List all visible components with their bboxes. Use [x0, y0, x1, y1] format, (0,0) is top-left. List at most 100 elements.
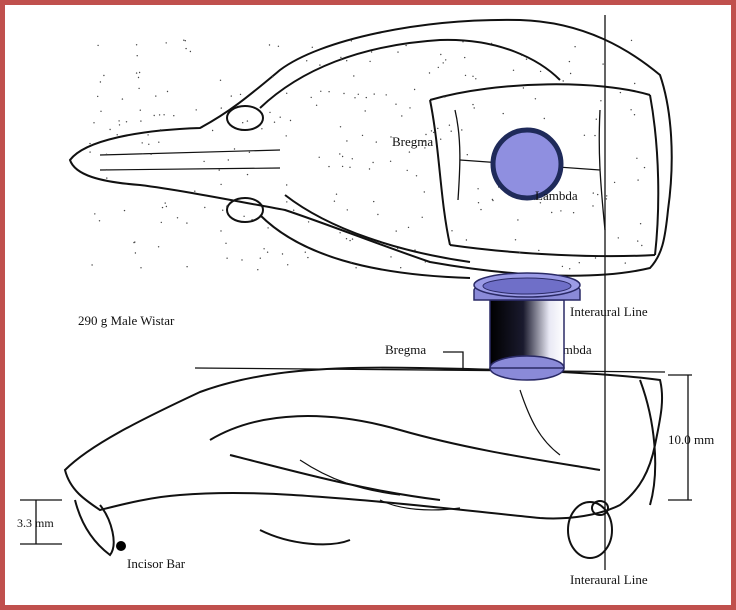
bregma-label-top: Bregma	[392, 134, 433, 149]
stipple-dot	[280, 117, 281, 118]
stipple-dot	[278, 46, 279, 47]
specimen-label: 290 g Male Wistar	[78, 313, 175, 328]
stipple-dot	[286, 184, 287, 185]
stipple-dot	[93, 122, 94, 123]
bregma-label-side: Bregma	[385, 342, 426, 357]
stipple-dot	[173, 115, 174, 116]
stipple-dot	[462, 41, 463, 42]
stipple-dot	[257, 269, 258, 270]
stipple-dot	[282, 253, 283, 254]
stipple-dot	[437, 128, 438, 129]
stipple-dot	[261, 128, 262, 129]
stipple-dot	[166, 42, 167, 43]
stipple-dot	[644, 167, 645, 168]
stipple-dot	[234, 148, 235, 149]
stipple-dot	[162, 207, 163, 208]
stipple-dot	[109, 129, 110, 130]
stipple-dot	[158, 142, 159, 143]
stipple-dot	[186, 222, 187, 223]
stipple-dot	[438, 67, 439, 68]
stipple-dot	[148, 144, 149, 145]
stipple-dot	[226, 206, 227, 207]
implant-cap	[474, 273, 580, 380]
stipple-dot	[274, 122, 275, 123]
stipple-dot	[475, 78, 476, 79]
stipple-dot	[138, 77, 139, 78]
stipple-dot	[376, 141, 377, 142]
stipple-dot	[464, 57, 465, 58]
stipple-dot	[440, 54, 441, 55]
stipple-dot	[307, 257, 308, 258]
stipple-dot	[140, 120, 141, 121]
stipple-dot	[154, 115, 155, 116]
stipple-dot	[618, 237, 619, 238]
stipple-dot	[351, 262, 352, 263]
stipple-dot	[409, 107, 410, 108]
stipple-dot	[320, 91, 321, 92]
stipple-dot	[386, 94, 387, 95]
stipple-dot	[443, 62, 444, 63]
stipple-dot	[397, 51, 398, 52]
stipple-dot	[444, 96, 445, 97]
stipple-dot	[161, 222, 162, 223]
stipple-dot	[425, 261, 426, 262]
stipple-dot	[341, 59, 342, 60]
stipple-dot	[137, 55, 138, 56]
stipple-dot	[535, 98, 536, 99]
incisor-bar-label: Incisor Bar	[127, 556, 186, 571]
stipple-dot	[126, 121, 127, 122]
stipple-dot	[342, 166, 343, 167]
stipple-dot	[119, 124, 120, 125]
stipple-dot	[260, 258, 261, 259]
stipple-dot	[563, 80, 564, 81]
stipple-dot	[637, 179, 638, 180]
stipple-dot	[136, 44, 137, 45]
stipple-dot	[573, 212, 574, 213]
stipple-dot	[220, 230, 221, 231]
stipple-dot	[185, 40, 186, 41]
stipple-dot	[228, 159, 229, 160]
stipple-dot	[247, 120, 248, 121]
stipple-dot	[540, 71, 541, 72]
stipple-dot	[267, 227, 268, 228]
stipple-dot	[136, 72, 137, 73]
stipple-dot	[196, 109, 197, 110]
stipple-dot	[538, 250, 539, 251]
stipple-dot	[372, 162, 373, 163]
stipple-dot	[138, 88, 139, 89]
stipple-dot	[374, 93, 375, 94]
stipple-dot	[306, 60, 307, 61]
stipple-dot	[461, 129, 462, 130]
stipple-dot	[349, 167, 350, 168]
stipple-dot	[521, 55, 522, 56]
stipple-dot	[346, 60, 347, 61]
stipple-dot	[562, 266, 563, 267]
stipple-dot	[440, 139, 441, 140]
stipple-dot	[353, 75, 354, 76]
stipple-dot	[305, 252, 306, 253]
stipple-dot	[369, 168, 370, 169]
stipple-dot	[390, 161, 391, 162]
stipple-dot	[293, 210, 294, 211]
stipple-dot	[308, 221, 309, 222]
stipple-dot	[400, 267, 401, 268]
stipple-dot	[242, 122, 243, 123]
stipple-dot	[140, 267, 141, 268]
stipple-dot	[637, 240, 638, 241]
stipple-dot	[596, 119, 597, 120]
stipple-dot	[226, 258, 227, 259]
stipple-dot	[355, 267, 356, 268]
stipple-dot	[377, 214, 378, 215]
stipple-dot	[269, 112, 270, 113]
stipple-dot	[103, 75, 104, 76]
stipple-dot	[405, 45, 406, 46]
stipple-dot	[630, 109, 631, 110]
stipple-dot	[100, 81, 101, 82]
stipple-dot	[316, 105, 317, 106]
stipple-dot	[165, 202, 166, 203]
stipple-dot	[346, 140, 347, 141]
stipple-dot	[89, 143, 90, 144]
stipple-dot	[186, 266, 187, 267]
stipple-dot	[472, 104, 473, 105]
